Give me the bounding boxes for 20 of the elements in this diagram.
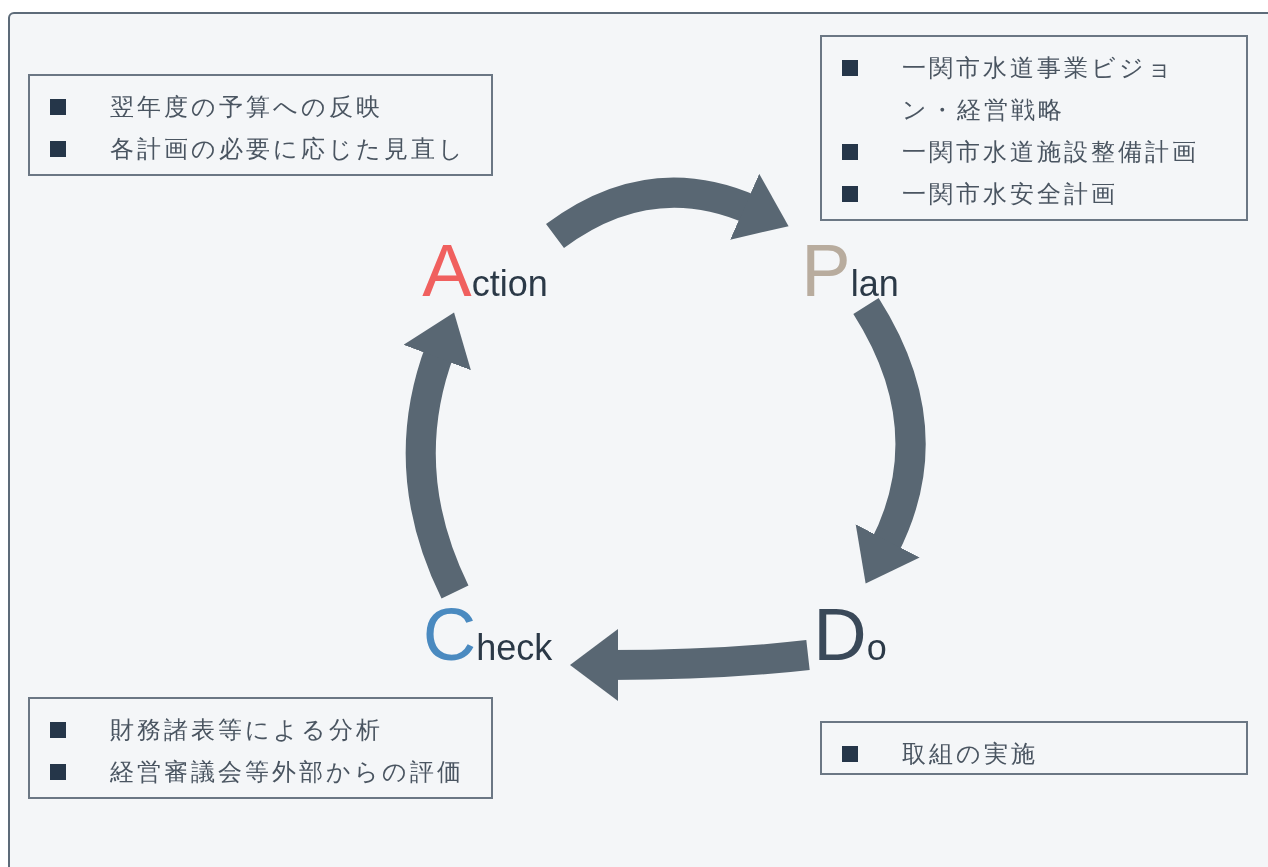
stage-label: Action bbox=[422, 236, 548, 306]
cycle-arrow bbox=[546, 173, 790, 249]
text-box bbox=[820, 35, 1248, 221]
list-item: 一関市水安全計画 bbox=[902, 180, 1118, 208]
list-item: 取組の実施 bbox=[902, 740, 1038, 768]
text-box bbox=[28, 697, 493, 799]
list-item: 各計画の必要に応じた見直し bbox=[110, 135, 466, 163]
cycle-arrow bbox=[853, 298, 926, 585]
text-box bbox=[28, 74, 493, 176]
list-item: 翌年度の予算への反映 bbox=[110, 93, 383, 121]
cycle-arrow bbox=[403, 312, 472, 599]
stage-label: Do bbox=[813, 600, 887, 670]
stage-label: Plan bbox=[801, 236, 899, 306]
cycle-arrow bbox=[570, 628, 810, 701]
list-item: 経営審議会等外部からの評価 bbox=[110, 758, 464, 786]
list-item: 財務諸表等による分析 bbox=[110, 716, 383, 744]
text-box bbox=[820, 721, 1248, 775]
stage-label: Check bbox=[422, 600, 553, 670]
list-item: 一関市水道施設整備計画 bbox=[902, 138, 1199, 166]
list-item: 一関市水道事業ビジョン・経営戦略 bbox=[902, 54, 1175, 124]
